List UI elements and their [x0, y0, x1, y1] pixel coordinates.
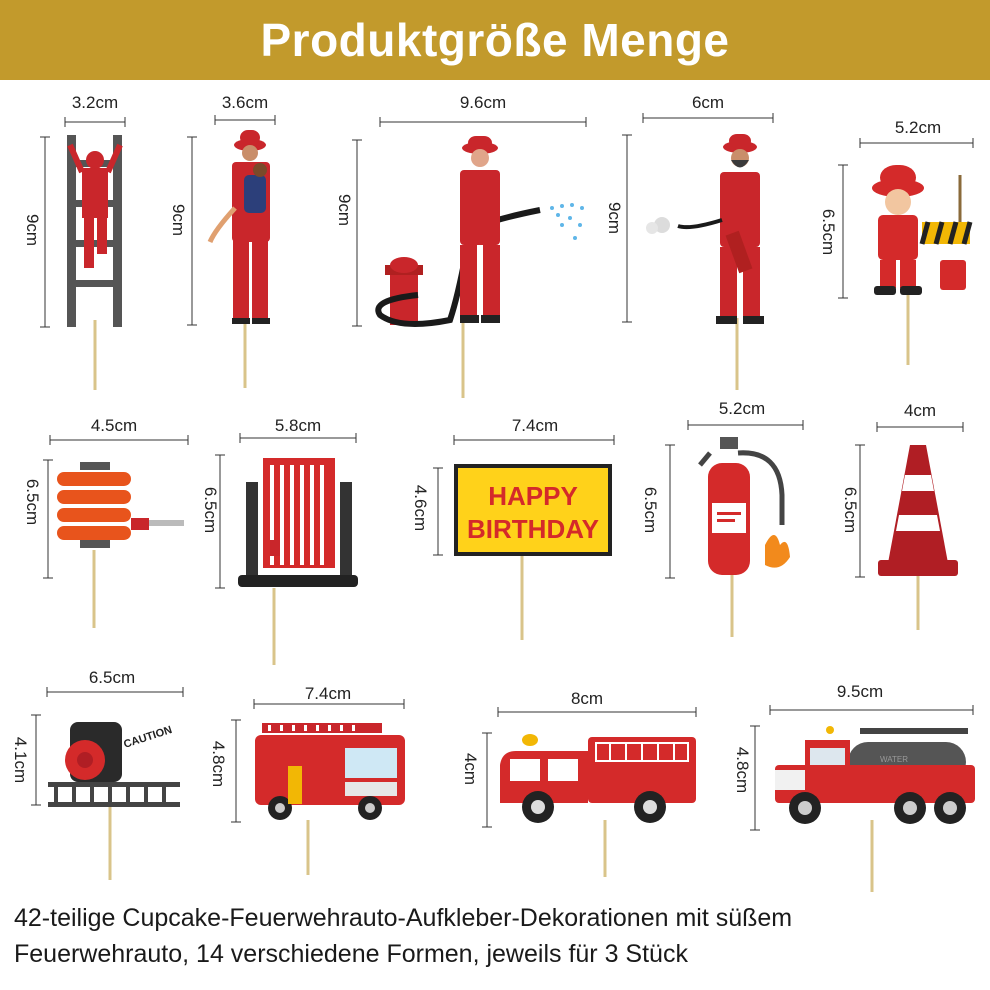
sign-line-1: HAPPY	[488, 481, 578, 511]
ladder-truck-icon	[231, 699, 405, 875]
traffic-cone-icon	[855, 422, 964, 630]
fire-truck-icon	[482, 707, 697, 877]
hose-stand-icon	[215, 433, 358, 665]
width-label: 6cm	[691, 93, 725, 112]
topper-firefighter-ladder: 3.2cm 9cm	[23, 90, 140, 400]
header-banner: Produktgröße Menge	[0, 0, 990, 80]
topper-fire-truck: 8cm 4cm	[450, 685, 710, 885]
topper-firefighter-hydrant-hose: 9.6cm 9cm	[330, 90, 600, 400]
width-label: 5.2cm	[894, 118, 942, 137]
topper-caution-reel-ladder: 6.5cm 4.1cm CAUTION	[10, 660, 210, 890]
page-title: Produktgröße Menge	[260, 14, 730, 66]
firefighter-rescue-icon	[187, 115, 276, 388]
width-label: 5.8cm	[274, 416, 322, 435]
width-label: 4.5cm	[90, 416, 138, 435]
width-label: 8cm	[570, 689, 604, 708]
width-label: 5.2cm	[718, 399, 766, 418]
product-description: 42-teilige Cupcake-Feuerwehrauto-Aufkleb…	[14, 900, 984, 972]
width-label: 9.5cm	[836, 682, 884, 701]
sign-line-2: BIRTHDAY	[467, 514, 599, 544]
tank-label: WATER	[880, 755, 908, 764]
description-line-2: Feuerwehrauto, 14 verschiedene Formen, j…	[14, 940, 688, 968]
topper-traffic-cone: 4cm 6.5cm	[830, 395, 990, 645]
topper-ladder-truck: 7.4cm 4.8cm	[209, 680, 420, 880]
topper-kid-firefighter: 5.2cm 6.5cm	[810, 110, 990, 380]
width-label: 9.6cm	[459, 93, 507, 112]
width-label: 7.4cm	[304, 684, 352, 703]
description-line-1: 42-teilige Cupcake-Feuerwehrauto-Aufkleb…	[14, 904, 793, 932]
firefighter-bearded-icon	[622, 113, 774, 390]
caution-reel-icon: CAUTION	[31, 687, 184, 880]
width-label: 3.6cm	[221, 93, 269, 112]
kid-firefighter-icon	[838, 138, 974, 365]
fire-extinguisher-icon	[665, 420, 804, 637]
width-label: 4cm	[903, 401, 937, 420]
birthday-sign-icon: HAPPY BIRTHDAY	[433, 435, 615, 640]
topper-tanker-truck: 9.5cm 4.8cm WATER	[720, 670, 990, 900]
height-label: 9cm	[23, 213, 42, 247]
topper-firefighter-extinguisher: 6cm 9cm	[605, 90, 790, 400]
width-label: 6.5cm	[88, 668, 136, 687]
topper-firefighter-rescue: 3.6cm 9cm	[169, 90, 280, 400]
firefighter-ladder-icon	[40, 117, 126, 390]
hose-reel-icon	[43, 435, 189, 628]
firefighter-hydrant-icon	[352, 117, 587, 398]
width-label: 3.2cm	[71, 93, 119, 112]
topper-fire-extinguisher: 5.2cm 6.5cm	[630, 395, 810, 645]
topper-hose-reel: 4.5cm 6.5cm	[10, 410, 200, 640]
width-label: 7.4cm	[511, 416, 559, 435]
tanker-truck-icon: WATER	[750, 705, 975, 892]
topper-happy-birthday-sign: 7.4cm 4.6cm HAPPY BIRTHDAY	[400, 410, 630, 650]
topper-hose-stand: 5.8cm 6.5cm	[201, 410, 380, 670]
caution-text: CAUTION	[122, 724, 173, 751]
